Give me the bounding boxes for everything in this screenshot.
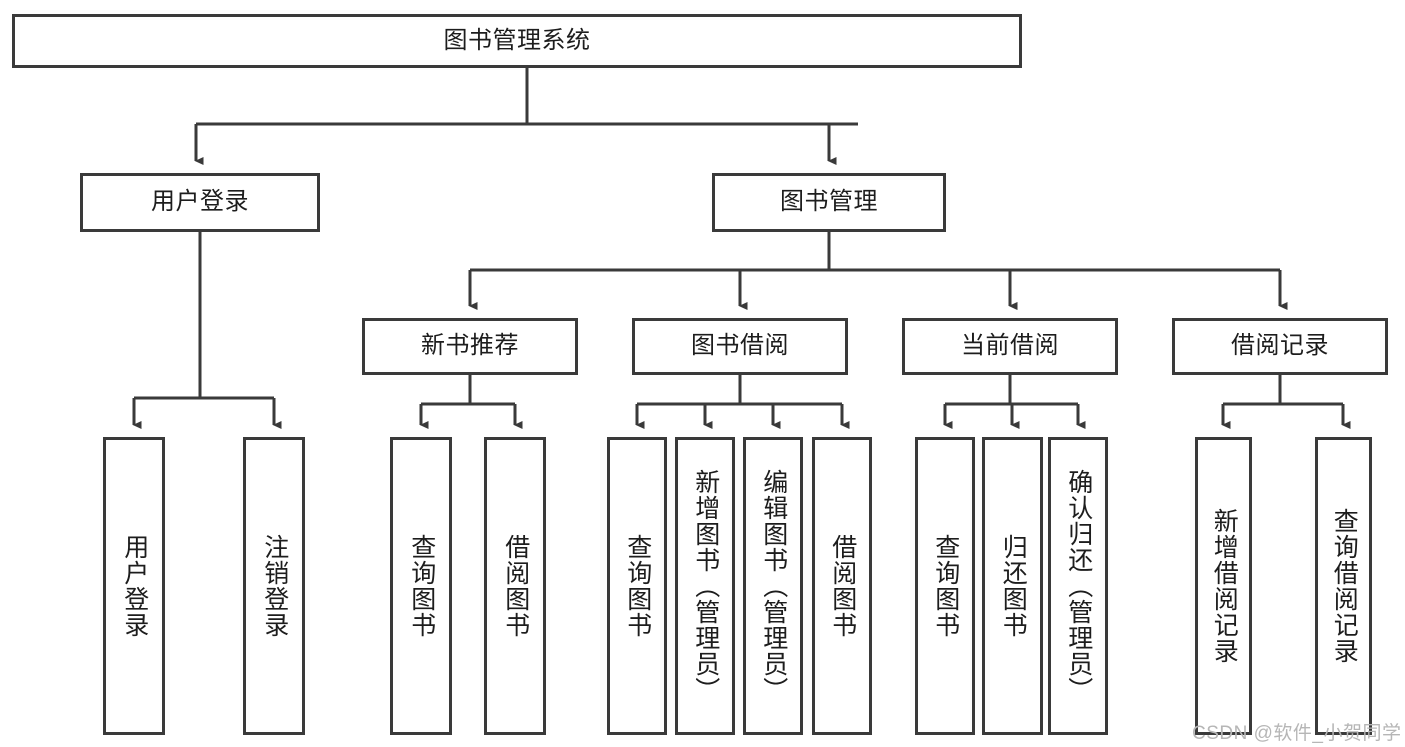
- node-leaf-edit-book-label: 编辑图书（管理员）: [759, 469, 788, 703]
- node-leaf-query-books-current[interactable]: 查询图书: [915, 437, 975, 735]
- node-user-login[interactable]: 用户登录: [80, 173, 320, 232]
- node-leaf-borrow-books-rec-label: 借阅图书: [501, 534, 530, 638]
- node-leaf-return-book[interactable]: 归还图书: [982, 437, 1043, 735]
- node-book-manage[interactable]: 图书管理: [712, 173, 946, 232]
- node-leaf-confirm-return-label: 确认归还（管理员）: [1064, 469, 1093, 703]
- node-current-borrow[interactable]: 当前借阅: [902, 318, 1118, 375]
- node-leaf-add-borrow-record-label: 新增借阅记录: [1210, 508, 1239, 664]
- node-leaf-query-borrow-record-label: 查询借阅记录: [1330, 508, 1359, 664]
- node-leaf-query-books-borrow[interactable]: 查询图书: [607, 437, 667, 735]
- node-leaf-confirm-return[interactable]: 确认归还（管理员）: [1048, 437, 1108, 735]
- node-root-label: 图书管理系统: [443, 26, 591, 54]
- node-leaf-return-book-label: 归还图书: [999, 534, 1028, 638]
- node-leaf-edit-book[interactable]: 编辑图书（管理员）: [743, 437, 803, 735]
- node-new-book-recommend[interactable]: 新书推荐: [362, 318, 578, 375]
- node-leaf-query-books-rec-label: 查询图书: [407, 534, 436, 638]
- node-leaf-query-borrow-record[interactable]: 查询借阅记录: [1315, 437, 1372, 735]
- node-leaf-user-login[interactable]: 用户登录: [103, 437, 165, 735]
- node-leaf-add-book-label: 新增图书（管理员）: [691, 469, 720, 703]
- node-borrow-record-label: 借阅记录: [1231, 332, 1329, 360]
- node-leaf-add-book[interactable]: 新增图书（管理员）: [675, 437, 735, 735]
- node-leaf-user-logout-label: 注销登录: [260, 534, 289, 638]
- node-leaf-user-login-label: 用户登录: [120, 534, 149, 638]
- node-leaf-add-borrow-record[interactable]: 新增借阅记录: [1195, 437, 1252, 735]
- node-root[interactable]: 图书管理系统: [12, 14, 1022, 68]
- node-borrow-record[interactable]: 借阅记录: [1172, 318, 1388, 375]
- node-leaf-borrow-books-rec[interactable]: 借阅图书: [484, 437, 546, 735]
- node-leaf-query-books-borrow-label: 查询图书: [623, 534, 652, 638]
- node-book-manage-label: 图书管理: [780, 188, 878, 216]
- node-book-borrow-label: 图书借阅: [691, 332, 789, 360]
- node-user-login-label: 用户登录: [151, 188, 249, 216]
- node-leaf-query-books-current-label: 查询图书: [931, 534, 960, 638]
- node-leaf-user-logout[interactable]: 注销登录: [243, 437, 305, 735]
- node-current-borrow-label: 当前借阅: [961, 332, 1059, 360]
- node-leaf-borrow-book[interactable]: 借阅图书: [812, 437, 872, 735]
- node-book-borrow[interactable]: 图书借阅: [632, 318, 848, 375]
- node-leaf-query-books-rec[interactable]: 查询图书: [390, 437, 452, 735]
- node-leaf-borrow-book-label: 借阅图书: [828, 534, 857, 638]
- node-new-book-recommend-label: 新书推荐: [421, 332, 519, 360]
